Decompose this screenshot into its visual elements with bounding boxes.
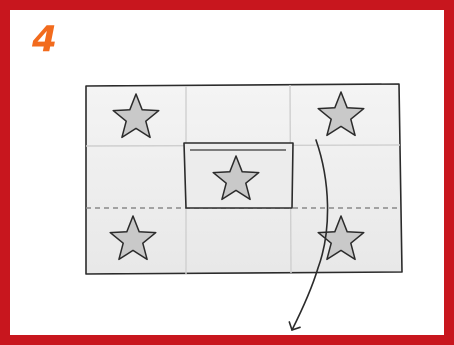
folding-diagram: [0, 0, 454, 345]
